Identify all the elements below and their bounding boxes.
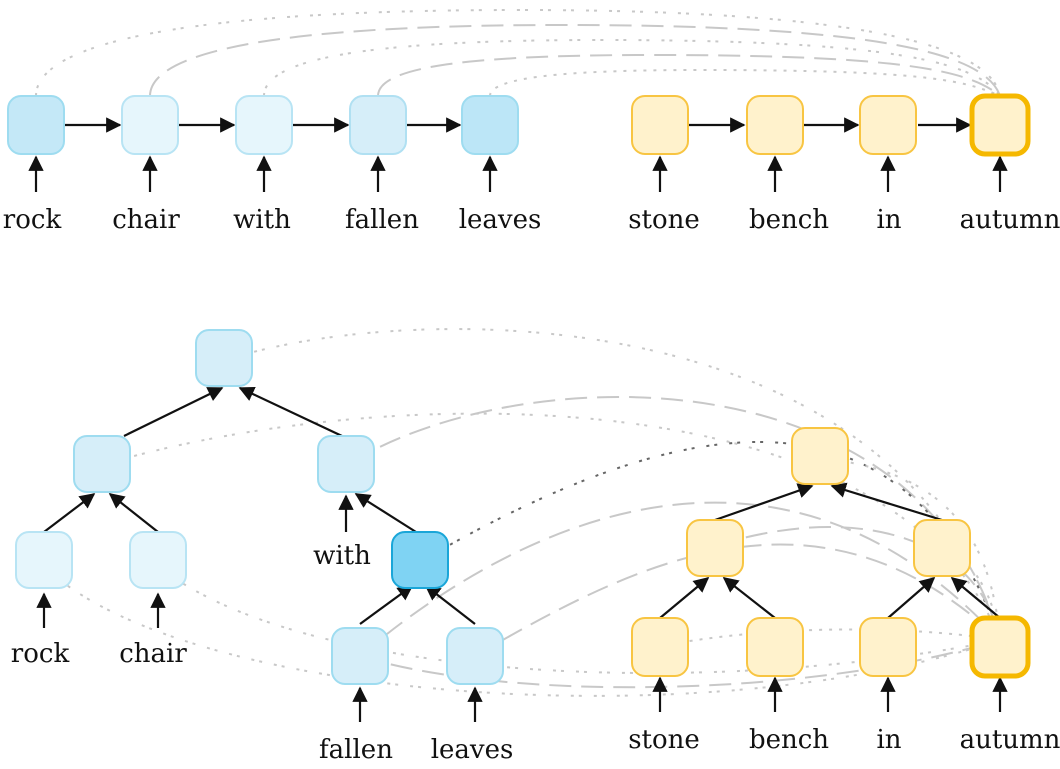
- word-label: autumn: [960, 205, 1060, 235]
- tree-edge: [359, 585, 414, 625]
- attention-curve: [43, 565, 1001, 697]
- sequence-node: [7, 95, 65, 155]
- tree-node: [317, 435, 375, 493]
- attention-arc: [35, 8, 1001, 97]
- tree-node: [15, 531, 73, 589]
- tree-node: [331, 627, 389, 685]
- word-label: autumn: [960, 725, 1060, 755]
- tree-node-highlight: [969, 615, 1031, 679]
- tree-node: [631, 617, 689, 677]
- attention-arc: [149, 23, 1001, 97]
- word-label: in: [876, 205, 901, 235]
- tree-edge: [424, 585, 476, 625]
- tree-edge: [830, 482, 943, 522]
- sequence-node: [746, 95, 804, 155]
- attention-curve: [819, 457, 1001, 641]
- word-label: leaves: [459, 205, 542, 235]
- word-label: rock: [3, 205, 62, 235]
- word-label: stone: [628, 725, 700, 755]
- sequence-node: [859, 95, 917, 155]
- tree-node-root: [791, 427, 849, 485]
- attention-curve: [359, 501, 1001, 657]
- tree-edge: [722, 577, 776, 619]
- word-label: leaves: [431, 735, 514, 765]
- word-label: fallen: [319, 735, 393, 765]
- attention-arc: [263, 38, 1001, 97]
- attention-curve: [474, 543, 1001, 657]
- word-label: rock: [11, 639, 70, 669]
- tree-edge: [108, 493, 159, 533]
- sequence-node: [631, 95, 689, 155]
- word-label: chair: [112, 205, 180, 235]
- word-label: bench: [749, 205, 829, 235]
- attention-arc: [377, 53, 1001, 97]
- word-label: with: [233, 205, 291, 235]
- attention-curve: [714, 526, 1001, 641]
- tree-node: [859, 617, 917, 677]
- sequence-node: [235, 95, 293, 155]
- tree-edge: [887, 576, 936, 619]
- tree-node: [686, 519, 744, 577]
- tree-edge: [714, 483, 814, 522]
- sequence-node-highlight: [969, 93, 1031, 157]
- edges: [28, 117, 1008, 722]
- word-label: chair: [119, 639, 187, 669]
- nodes: [7, 93, 1031, 685]
- word-label: fallen: [345, 205, 419, 235]
- word-labels: rock chair with fallen leaves stone benc…: [3, 205, 1060, 765]
- tree-edge: [123, 387, 224, 437]
- tree-node: [129, 531, 187, 589]
- sequence-node: [461, 95, 519, 155]
- tree-node: [913, 519, 971, 577]
- tree-node-root: [195, 329, 253, 387]
- tree-node-highlight: [391, 531, 449, 589]
- attention-curve: [231, 328, 1001, 641]
- word-label: stone: [628, 205, 700, 235]
- sequence-node: [349, 95, 407, 155]
- tree-edge: [659, 577, 710, 619]
- tree-edge: [354, 493, 417, 533]
- word-label: in: [876, 725, 901, 755]
- tree-edge: [43, 493, 96, 533]
- tree-edge: [950, 577, 1001, 619]
- tree-edge: [238, 386, 343, 437]
- word-label: with: [313, 541, 371, 571]
- sequence-node: [121, 95, 179, 155]
- tree-node: [446, 627, 504, 685]
- attention-arc: [489, 68, 1001, 97]
- tree-node: [73, 435, 131, 493]
- word-label: bench: [749, 725, 829, 755]
- tree-node: [746, 617, 804, 677]
- attention-curve: [111, 412, 1001, 641]
- attention-curve: [659, 628, 1001, 647]
